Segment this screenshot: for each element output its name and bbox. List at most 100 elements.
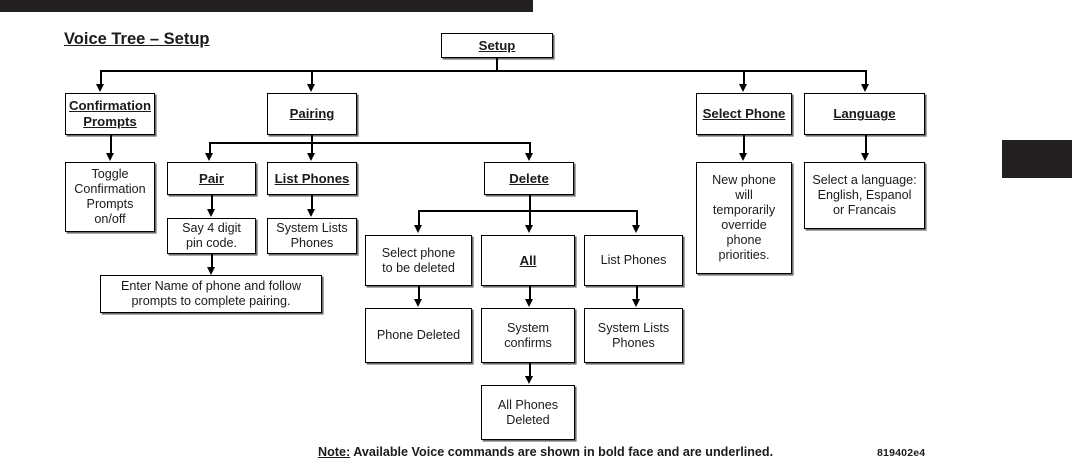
node-all-phones-deleted-label-1: All Phones [497, 397, 559, 412]
node-select-language-label-3: or Francais [833, 202, 896, 217]
node-say-pin: Say 4 digit pin code. [167, 218, 256, 254]
node-pairing[interactable]: Pairing [267, 93, 357, 135]
node-toggle-confirmation-label-4: on/off [94, 211, 126, 226]
edge-pairing-to-delete [529, 142, 531, 154]
arrow-language-to-select-language [860, 153, 869, 161]
edge-setup-to-confirmation [100, 70, 102, 85]
page-title: Voice Tree – Setup [64, 30, 210, 48]
node-system-lists-phones-pairing-label-2: Phones [290, 236, 334, 250]
edge-setup-to-pairing [311, 70, 313, 85]
arrow-list-phones-to-system-lists [306, 209, 315, 217]
edge-all-to-system-confirms [529, 286, 531, 300]
arrow-select-phone-to-override [738, 153, 747, 161]
arrow-setup-to-confirmation [95, 84, 104, 92]
node-toggle-confirmation-label-2: Confirmation [74, 182, 146, 197]
node-system-confirms-label-1: System [507, 320, 549, 335]
node-phone-deleted-label: Phone Deleted [376, 328, 461, 343]
node-confirmation-prompts-label-2: Prompts [83, 114, 137, 129]
node-select-phone-label: Select Phone [702, 106, 786, 122]
node-pair-label: Pair [199, 170, 224, 186]
node-confirmation-prompts[interactable]: Confirmation Prompts [65, 93, 155, 135]
arrow-pair-to-say-pin [206, 209, 215, 217]
node-delete-label: Delete [509, 170, 549, 186]
edge-system-confirms-to-all-deleted [529, 363, 531, 377]
edge-delete-to-select-phone-deleted [418, 210, 420, 226]
node-setup[interactable]: Setup [441, 33, 553, 58]
edge-select-phone-to-phone-deleted [418, 286, 420, 300]
footer-note-text: Available Voice commands are shown in bo… [350, 445, 774, 459]
header-black-band [0, 0, 533, 12]
node-list-phones-pairing[interactable]: List Phones [267, 162, 357, 195]
node-say-pin-label-2: pin code. [185, 236, 238, 250]
node-list-phones-pairing-label: List Phones [274, 170, 350, 186]
arrow-setup-to-language [860, 84, 869, 92]
node-setup-label: Setup [478, 37, 516, 53]
part-number: 819402e4 [877, 447, 926, 459]
edge-pairing-stem [311, 135, 313, 143]
edge-list-phones-delete-to-system-lists [636, 286, 638, 300]
arrow-say-pin-to-enter-name [206, 267, 215, 275]
edge-delete-bus [418, 210, 636, 212]
arrow-confirmation-to-toggle [105, 153, 114, 161]
node-all-phones-deleted-label-2: Deleted [506, 412, 550, 427]
arrow-setup-to-select-phone [738, 84, 747, 92]
edge-pairing-bus [209, 142, 531, 144]
arrow-pairing-to-pair [204, 153, 213, 161]
edge-pairing-to-list-phones [311, 142, 313, 154]
edge-delete-to-list-phones [636, 210, 638, 226]
node-select-language-label-1: Select a language: [812, 173, 917, 188]
edge-setup-bus [100, 70, 866, 72]
node-select-phone-deleted-label-1: Select phone [381, 245, 456, 260]
node-system-lists-phones-pairing-label-1: System Lists [276, 221, 348, 236]
node-system-lists-phones-delete: System Lists Phones [584, 308, 683, 363]
node-select-phone-deleted-label-2: to be deleted [382, 260, 455, 275]
node-all-label: All [519, 252, 537, 268]
node-list-phones-delete: List Phones [584, 235, 683, 286]
node-new-phone-override-label-1: New phone [712, 173, 776, 188]
node-new-phone-override-label-3: temporarily [712, 203, 776, 218]
footer-note-lead: Note: [318, 445, 351, 459]
node-enter-name-label-1: Enter Name of phone and follow [121, 279, 301, 294]
edge-pair-to-say-pin [211, 195, 213, 210]
node-select-language-label-2: English, Espanol [817, 188, 912, 203]
edge-pairing-to-pair [209, 142, 211, 154]
node-delete[interactable]: Delete [484, 162, 574, 195]
edge-say-pin-to-enter-name [211, 254, 213, 268]
node-enter-name-label-2: prompts to complete pairing. [131, 294, 291, 308]
node-all[interactable]: All [481, 235, 575, 286]
node-all-phones-deleted: All Phones Deleted [481, 385, 575, 440]
edge-setup-stem [496, 58, 498, 70]
edge-delete-to-all [529, 210, 531, 226]
arrow-delete-to-list-phones [631, 225, 640, 233]
node-enter-name: Enter Name of phone and follow prompts t… [100, 275, 322, 313]
arrow-delete-to-all [524, 225, 533, 233]
node-language-label: Language [833, 106, 896, 122]
node-toggle-confirmation: Toggle Confirmation Prompts on/off [65, 162, 155, 232]
node-toggle-confirmation-label-1: Toggle [91, 167, 129, 182]
node-new-phone-override-label-4: override [721, 218, 767, 232]
node-system-confirms: System confirms [481, 308, 575, 363]
edge-delete-stem [529, 195, 531, 211]
node-select-phone[interactable]: Select Phone [696, 93, 792, 135]
edge-confirmation-to-toggle [110, 135, 112, 154]
node-new-phone-override-label-5: phone [726, 232, 762, 247]
arrow-pairing-to-list-phones [306, 153, 315, 161]
edge-setup-to-language [865, 70, 867, 85]
node-phone-deleted: Phone Deleted [365, 308, 472, 363]
node-pair[interactable]: Pair [167, 162, 256, 195]
node-new-phone-override: New phone will temporarily override phon… [696, 162, 792, 274]
arrow-select-phone-to-phone-deleted [413, 299, 422, 307]
arrow-system-confirms-to-all-deleted [524, 376, 533, 384]
arrow-pairing-to-delete [524, 153, 533, 161]
node-system-lists-phones-pairing: System Lists Phones [267, 218, 357, 254]
node-toggle-confirmation-label-3: Prompts [86, 197, 134, 211]
arrow-setup-to-pairing [306, 84, 315, 92]
node-list-phones-delete-label: List Phones [600, 253, 667, 268]
node-language[interactable]: Language [804, 93, 925, 135]
node-pairing-label: Pairing [289, 106, 335, 122]
revision-change-bar [1002, 140, 1072, 178]
node-system-lists-phones-delete-label-1: System Lists [597, 320, 670, 335]
node-confirmation-prompts-label-1: Confirmation [68, 98, 152, 114]
node-select-phone-deleted: Select phone to be deleted [365, 235, 472, 286]
